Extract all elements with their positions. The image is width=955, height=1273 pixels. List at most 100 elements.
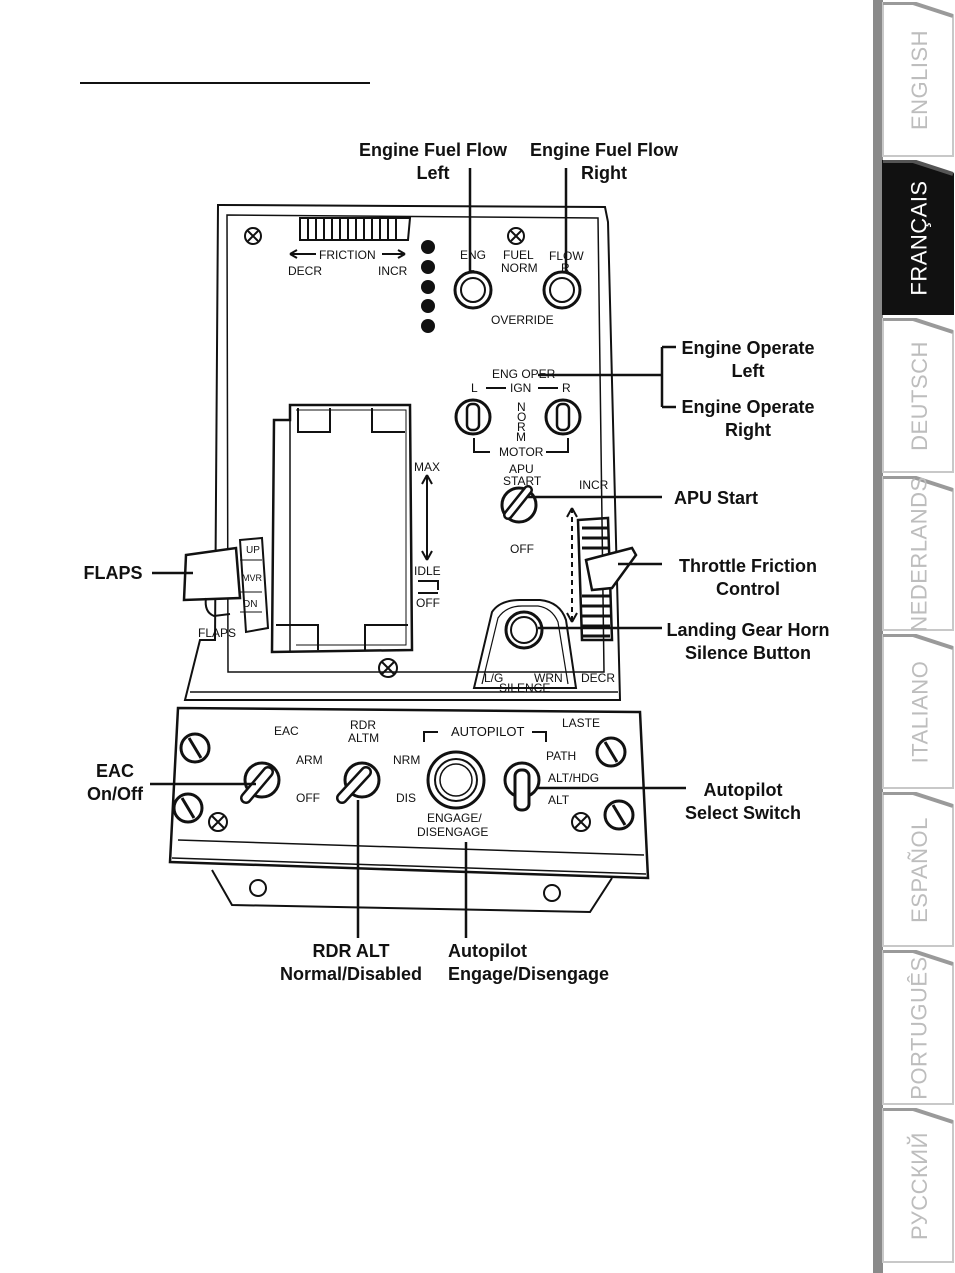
callout-flaps: FLAPS [83, 563, 143, 583]
eng-oper-r-label: R [562, 381, 571, 395]
flaps-panel-label: FLAPS [198, 626, 236, 640]
throttle-lever-body [270, 403, 414, 654]
disengage-label: DISENGAGE [417, 825, 488, 839]
tab-background [882, 1108, 954, 1263]
override-label: OVERRIDE [491, 313, 554, 327]
eac-panel-label: EAC [274, 724, 299, 738]
apu-start-switch [500, 486, 538, 524]
lg-label: L/G [484, 671, 503, 685]
language-tab-0[interactable]: ENGLISH [873, 2, 955, 158]
language-tab-6[interactable]: PORTUGUÊS [873, 950, 955, 1106]
tab-background [882, 318, 954, 473]
upper-panel-inner [226, 214, 605, 673]
flow-label: FLOW [549, 249, 584, 263]
path-label: PATH [546, 749, 576, 763]
throttle-friction-wheel [576, 516, 614, 642]
gear-decr-label: DECR [581, 671, 615, 685]
engage-label: ENGAGE/ [427, 811, 482, 825]
eng-oper-l-label: L [471, 381, 478, 395]
flaps-up-label: UP [246, 545, 260, 556]
throttle-off-label: OFF [416, 596, 440, 610]
language-tab-5[interactable]: ESPAÑOL [873, 792, 955, 948]
upper-panel-outline [183, 204, 622, 701]
dis-label: DIS [396, 791, 416, 805]
norm-label: NORM [501, 261, 538, 275]
wrn-label: WRN [534, 671, 563, 685]
apu-incr-label: INCR [579, 478, 609, 492]
eng-oper-label: ENG OPER [492, 367, 556, 381]
flaps-dn-label: DN [243, 599, 257, 610]
friction-decr-label: DECR [288, 264, 322, 278]
norm-v-1: N [517, 400, 526, 414]
alt-label: ALT [548, 793, 570, 807]
fuel-label: FUEL [503, 248, 534, 262]
tab-background [882, 476, 954, 631]
friction-wheel [307, 218, 397, 240]
panel-screws [208, 227, 591, 832]
tab-background [882, 2, 954, 157]
eac-switch [243, 761, 281, 799]
alt-hdg-label: ALT/HDG [548, 771, 599, 785]
apu-off-label: OFF [510, 542, 534, 556]
flaps-lever [182, 546, 242, 602]
silence-label: SILENCE [499, 681, 550, 695]
language-tab-label: ENGLISH [907, 29, 932, 131]
section-underline [80, 82, 370, 84]
callout-leaders [150, 168, 686, 938]
autopilot-panel-label: AUTOPILOT [451, 724, 525, 739]
ign-label: IGN [510, 381, 531, 395]
norm-v-2: O [517, 410, 526, 424]
tab-background [882, 160, 954, 315]
start-label: START [503, 474, 542, 488]
language-tab-label: ITALIANO [907, 660, 932, 764]
friction-label: FRICTION [319, 248, 376, 262]
callout-apu-start: APU Start [673, 488, 758, 508]
max-label: MAX [414, 460, 440, 474]
language-tab-label: NEDERLANDS [907, 476, 932, 632]
norm-v-4: M [516, 430, 526, 444]
language-tab-label: РУССКИЙ [907, 1132, 933, 1240]
language-tab-label: PORTUGUÊS [907, 956, 933, 1100]
lower-panel-knobs [172, 732, 635, 831]
bracket-hole-left [249, 879, 267, 897]
flaps-mvr-label: MVR [242, 573, 263, 583]
fuel-flow-left-button [453, 270, 493, 310]
tab-background [882, 792, 954, 947]
eng-l-label: L [468, 260, 475, 274]
tab-background [882, 950, 954, 1105]
rdr-label: RDR [350, 718, 376, 732]
arm-label: ARM [296, 753, 323, 767]
language-tab-4[interactable]: ITALIANO [873, 634, 955, 790]
language-tabs: ENGLISH FRANÇAIS DEUTSCH NEDERLANDS ITALIANO… [873, 0, 955, 1273]
nrm-label: NRM [393, 753, 420, 767]
language-tab-label: DEUTSCH [907, 341, 932, 451]
flow-r-label: R [561, 261, 570, 275]
language-tab-2[interactable]: DEUTSCH [873, 318, 955, 474]
tab-background [882, 634, 954, 789]
bracket-hole-right [543, 884, 561, 902]
language-tab-3[interactable]: NEDERLANDS [873, 476, 955, 632]
gear-horn-guard [472, 599, 578, 689]
altm-label: ALTM [348, 731, 379, 745]
eng-label: ENG [460, 248, 486, 262]
gear-horn-silence-button [504, 610, 544, 650]
friction-incr-label: INCR [378, 264, 408, 278]
language-tab-1[interactable]: FRANÇAIS [873, 160, 955, 316]
eng-oper-left-switch [454, 398, 492, 436]
language-tab-7[interactable]: РУССКИЙ [873, 1108, 955, 1264]
language-tab-label: ESPAÑOL [907, 817, 932, 923]
laste-label: LASTE [562, 716, 600, 730]
language-tab-label: FRANÇAIS [907, 180, 932, 296]
indicator-dots [421, 240, 435, 333]
eac-off-label: OFF [296, 791, 320, 805]
norm-v-3: R [517, 420, 526, 434]
